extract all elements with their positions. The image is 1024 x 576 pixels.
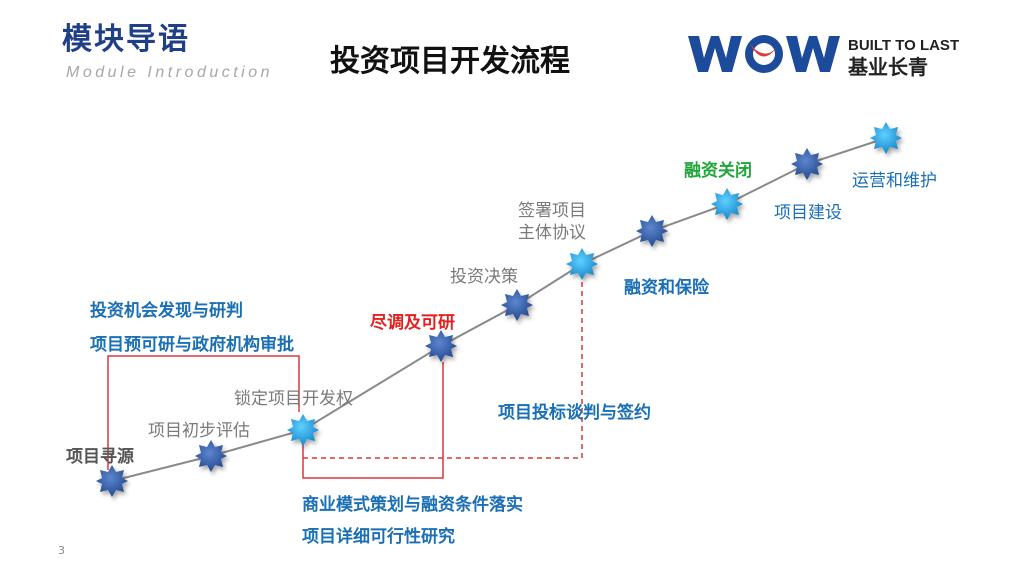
milestone-star-1 bbox=[96, 465, 128, 497]
stage-label-sign-line1: 签署项目 bbox=[518, 201, 586, 221]
module-subtitle: Module Introduction bbox=[66, 64, 274, 81]
module-title: 模块导语 bbox=[62, 22, 190, 57]
milestone-star-9 bbox=[791, 148, 823, 180]
note-bid-negotiation: 项目投标谈判与签约 bbox=[498, 403, 651, 423]
page-title: 投资项目开发流程 bbox=[330, 44, 570, 79]
stage-label-operation: 运营和维护 bbox=[852, 171, 937, 191]
stage-label-sign-line2: 主体协议 bbox=[518, 223, 586, 243]
stage-label-due-diligence: 尽调及可研 bbox=[370, 313, 455, 333]
note-detailed-study: 项目详细可行性研究 bbox=[302, 527, 455, 547]
bracket-negotiation bbox=[303, 280, 583, 459]
milestone-star-7 bbox=[636, 215, 668, 247]
stage-label-decision: 投资决策 bbox=[450, 267, 518, 287]
page-number: 3 bbox=[58, 544, 65, 557]
milestone-star-4 bbox=[425, 330, 457, 362]
logo-tagline-cn: 基业长青 bbox=[848, 55, 928, 78]
note-opportunity: 投资机会发现与研判 bbox=[90, 301, 243, 321]
bracket-sourcing bbox=[107, 355, 300, 470]
stage-label-construction: 项目建设 bbox=[774, 203, 842, 223]
stage-label-preliminary: 项目初步评估 bbox=[148, 421, 250, 441]
progress-line bbox=[111, 137, 887, 482]
note-business-model: 商业模式策划与融资条件落实 bbox=[302, 495, 523, 515]
milestone-star-6 bbox=[566, 248, 598, 280]
milestone-star-2 bbox=[195, 440, 227, 472]
milestone-star-5 bbox=[501, 289, 533, 321]
note-feasibility-approval: 项目预可研与政府机构审批 bbox=[90, 335, 294, 355]
bracket-due-diligence bbox=[302, 362, 444, 479]
milestone-star-8 bbox=[711, 188, 743, 220]
stage-label-sourcing: 项目寻源 bbox=[66, 447, 134, 467]
company-logo: BUILT TO LAST 基业长青 bbox=[688, 35, 959, 78]
milestone-star-10 bbox=[870, 122, 902, 154]
stage-label-lock-rights: 锁定项目开发权 bbox=[234, 389, 353, 409]
stage-label-financing-insurance: 融资和保险 bbox=[624, 278, 709, 298]
milestone-star-3 bbox=[287, 414, 319, 446]
logo-tagline-en: BUILT TO LAST bbox=[848, 37, 959, 54]
stage-label-financial-close: 融资关闭 bbox=[684, 161, 752, 181]
